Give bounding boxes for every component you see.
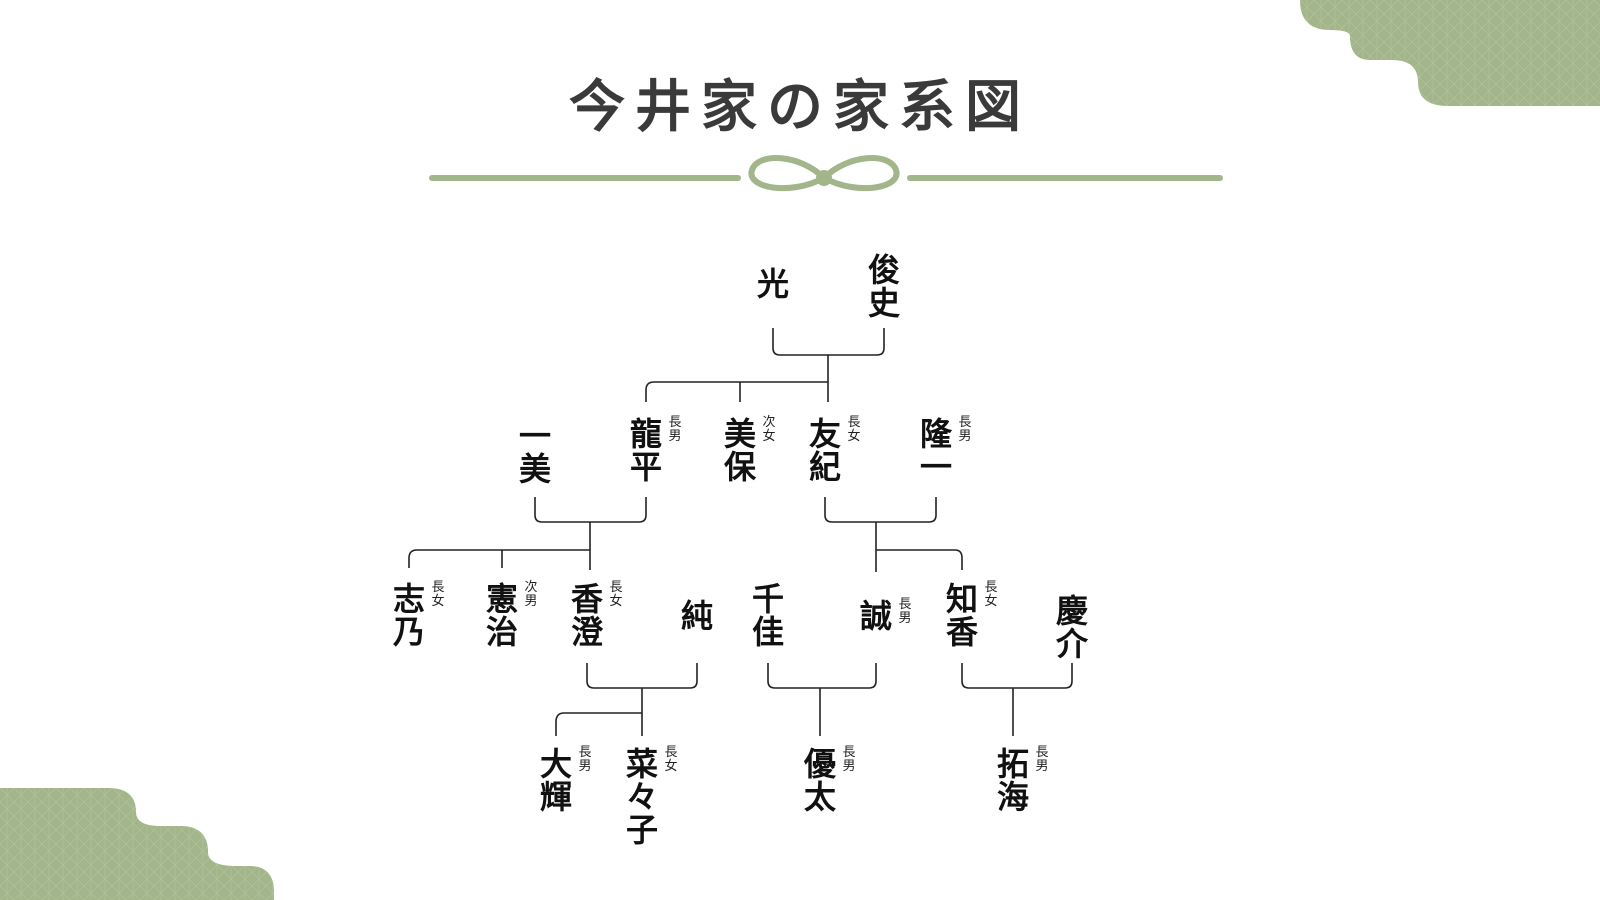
person-name: 友 紀	[808, 415, 841, 486]
birth-order-label: 長 男	[1035, 745, 1049, 774]
person-name: 知 香	[945, 580, 978, 651]
birth-order-label: 長 女	[431, 580, 445, 609]
birth-order-label: 次 女	[762, 415, 776, 444]
children-line-kasumi	[555, 688, 643, 736]
birth-order-label: 長 男	[958, 415, 972, 444]
person-name: 香 澄	[570, 580, 603, 651]
person-name: 菜 々 子	[625, 745, 658, 849]
person-name: 拓 海	[996, 745, 1029, 816]
couple-bracket-ryuhei	[534, 497, 647, 523]
children-line-gen1	[645, 355, 829, 402]
mizuhiki-knot-divider	[429, 155, 1223, 192]
couple-bracket-makoto	[767, 663, 877, 689]
top-right-cloud-decoration	[1300, 0, 1600, 106]
children-line-ryuhei	[408, 522, 591, 570]
couple-bracket-yuki	[824, 497, 937, 523]
person-name: 俊 史	[867, 251, 900, 322]
person-name: 誠	[859, 597, 892, 635]
person-name: 光	[756, 265, 789, 303]
birth-order-label: 長 男	[578, 745, 592, 774]
person-name: 優 太	[803, 745, 836, 816]
birth-order-label: 長 女	[664, 745, 678, 774]
birth-order-label: 長 男	[898, 597, 912, 626]
birth-order-label: 次 男	[524, 580, 538, 609]
person-name: 千 佳	[751, 580, 784, 651]
birth-order-label: 長 女	[847, 415, 861, 444]
person-name: 一 美	[518, 417, 551, 488]
children-line-yuki	[875, 522, 963, 572]
birth-order-label: 長 女	[984, 580, 998, 609]
bottom-left-cloud-decoration	[0, 788, 274, 900]
person-name: 隆 一	[919, 415, 952, 486]
couple-bracket-kasumi	[586, 663, 698, 689]
couple-bracket-gen1	[772, 328, 885, 356]
person-name: 志 乃	[392, 580, 425, 651]
person-name: 龍 平	[629, 415, 662, 486]
person-name: 純	[680, 597, 713, 635]
birth-order-label: 長 男	[668, 415, 682, 444]
person-name: 慶 介	[1055, 592, 1088, 663]
person-name: 憲 治	[485, 580, 518, 651]
person-name: 美 保	[723, 415, 756, 486]
person-name: 大 輝	[539, 745, 572, 816]
birth-order-label: 長 女	[609, 580, 623, 609]
page-title: 今井家の家系図	[569, 74, 1031, 140]
couple-bracket-tomoka	[961, 663, 1073, 689]
birth-order-label: 長 男	[842, 745, 856, 774]
